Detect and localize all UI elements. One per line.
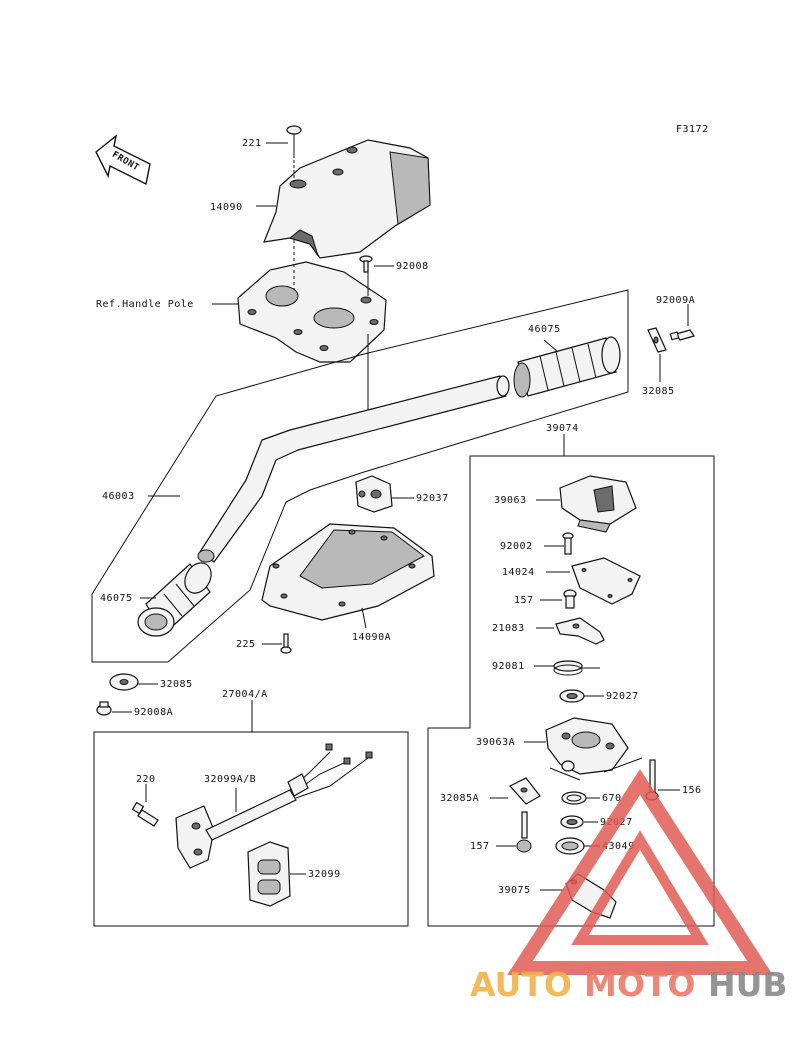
label-92081: 92081 [492, 661, 525, 672]
screw-92002 [562, 532, 574, 555]
label-92027-a: 92027 [606, 691, 639, 702]
screw-221 [286, 125, 302, 182]
label-ref-handle-pole: Ref.Handle Pole [96, 299, 194, 310]
label-21083: 21083 [492, 623, 525, 634]
watermark-moto: MOTO [584, 965, 695, 1004]
washer-32085-left [109, 673, 139, 691]
watermark-hub: HUB [708, 965, 788, 1004]
washer-92027-b [560, 815, 584, 829]
lever-21083 [555, 617, 605, 645]
label-157-a: 157 [514, 595, 534, 606]
screw-220 [131, 801, 159, 827]
label-27004A: 27004/A [222, 689, 268, 700]
bracket-92037 [355, 475, 393, 513]
watermark-auto: AUTO [470, 965, 572, 1004]
label-46075-top: 46075 [528, 324, 561, 335]
label-225: 225 [236, 639, 256, 650]
switch-cover-32099 [247, 841, 291, 907]
label-92009A: 92009A [656, 295, 695, 306]
screw-157-b [516, 811, 532, 853]
oring-670 [561, 791, 587, 805]
label-32099: 32099 [308, 869, 341, 880]
screw-157-a [563, 589, 577, 609]
washer-92027-a [559, 689, 585, 703]
label-670: 670 [602, 793, 622, 804]
handlebar-46003 [197, 375, 510, 563]
label-32085-top: 32085 [642, 386, 675, 397]
label-156: 156 [682, 785, 702, 796]
switch-assembly-box [93, 731, 409, 927]
spring-92081 [553, 660, 600, 676]
gasket-14024 [571, 557, 641, 605]
handle-pole-plate [237, 261, 387, 363]
label-32085A: 32085A [440, 793, 479, 804]
throttle-cover-39063 [559, 475, 637, 533]
label-92008: 92008 [396, 261, 429, 272]
grip-46075-left [137, 562, 212, 637]
label-39075: 39075 [498, 885, 531, 896]
throttle-assembly-box [427, 455, 715, 927]
label-46075-left: 46075 [100, 593, 133, 604]
label-32099AB: 32099A/B [204, 774, 256, 785]
label-92037: 92037 [416, 493, 449, 504]
screw-92008 [359, 255, 373, 273]
watermark-logo [507, 769, 773, 975]
label-157-b: 157 [470, 841, 490, 852]
cover-14090 [263, 139, 431, 259]
label-39074: 39074 [546, 423, 579, 434]
screw-92008A [96, 701, 112, 716]
watermark-text: AUTO MOTO HUB [470, 965, 788, 1004]
seal-43049 [555, 837, 585, 855]
throttle-housing-39063A [545, 717, 629, 775]
label-14090A: 14090A [352, 632, 391, 643]
label-92002: 92002 [500, 541, 533, 552]
label-14024: 14024 [502, 567, 535, 578]
label-92008A: 92008A [134, 707, 173, 718]
label-14090: 14090 [210, 202, 243, 213]
figure-code: F3172 [676, 124, 709, 135]
switch-housing-32099AB [175, 743, 373, 869]
cover-14090A [261, 523, 435, 621]
label-32085-left: 32085 [160, 679, 193, 690]
washer-32085-top [647, 327, 667, 353]
grip-46075-right [513, 336, 621, 398]
label-46003: 46003 [102, 491, 135, 502]
clip-32085A [509, 777, 541, 805]
screw-92009A [669, 329, 695, 341]
label-39063A: 39063A [476, 737, 515, 748]
screw-225 [280, 633, 292, 654]
label-221: 221 [242, 138, 262, 149]
label-39063: 39063 [494, 495, 527, 506]
front-arrow: FRONT [95, 134, 151, 186]
label-220: 220 [136, 774, 156, 785]
handlebar-outline [91, 289, 629, 663]
label-43049: 43049 [602, 841, 635, 852]
